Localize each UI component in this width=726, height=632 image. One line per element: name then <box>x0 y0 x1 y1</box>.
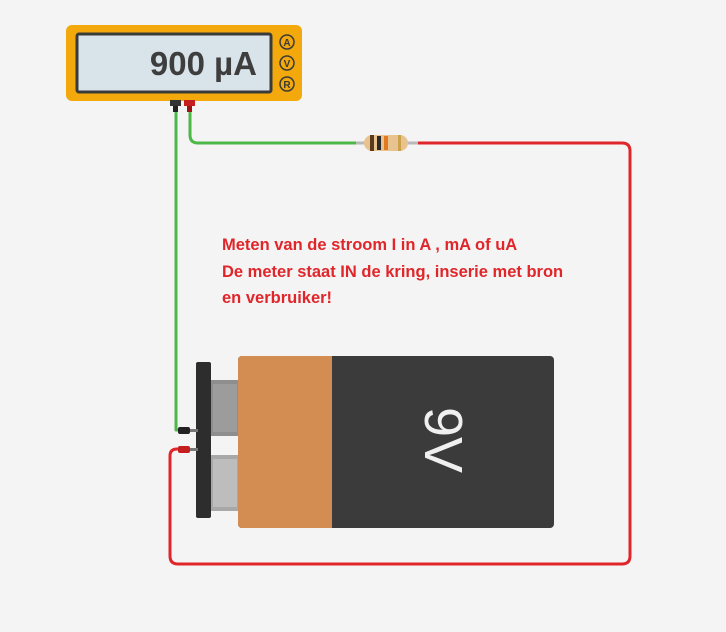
note-line-3: en verbruiker! <box>222 289 333 307</box>
mode-r-label: R <box>283 80 291 91</box>
green-wire-to-battery[interactable] <box>174 111 187 432</box>
note-line-2: De meter staat IN de kring, inserie met … <box>222 262 564 281</box>
meter-com-terminal[interactable] <box>170 100 181 112</box>
battery-connector-cap <box>196 362 211 518</box>
black-lead-clip[interactable] <box>178 427 190 434</box>
red-wire-loop[interactable] <box>168 141 632 566</box>
meter-reading: 900 µA <box>150 45 257 82</box>
green-wire-to-resistor[interactable] <box>188 111 364 145</box>
mode-r-icon[interactable]: R <box>279 76 295 92</box>
note-line-1: Meten van de stroom I in A , mA of uA <box>222 236 518 254</box>
circuit-note: Meten van de stroom I in A , mA of uA De… <box>222 232 662 312</box>
battery-label-band <box>238 356 332 528</box>
mode-v-label: V <box>284 59 291 70</box>
battery-leads <box>178 427 198 453</box>
meter-ma-terminal[interactable] <box>184 100 195 112</box>
red-lead-clip[interactable] <box>178 446 190 453</box>
mode-a-label: A <box>283 38 290 49</box>
battery-voltage-label: 9V <box>413 407 473 473</box>
meter-display <box>75 32 273 94</box>
resistor-icon[interactable] <box>356 135 418 151</box>
mode-v-icon[interactable]: V <box>279 55 295 71</box>
multimeter[interactable]: 900 µA A V R <box>66 25 302 112</box>
battery-icon[interactable]: 9V <box>196 356 554 528</box>
mode-a-icon[interactable]: A <box>279 34 295 50</box>
